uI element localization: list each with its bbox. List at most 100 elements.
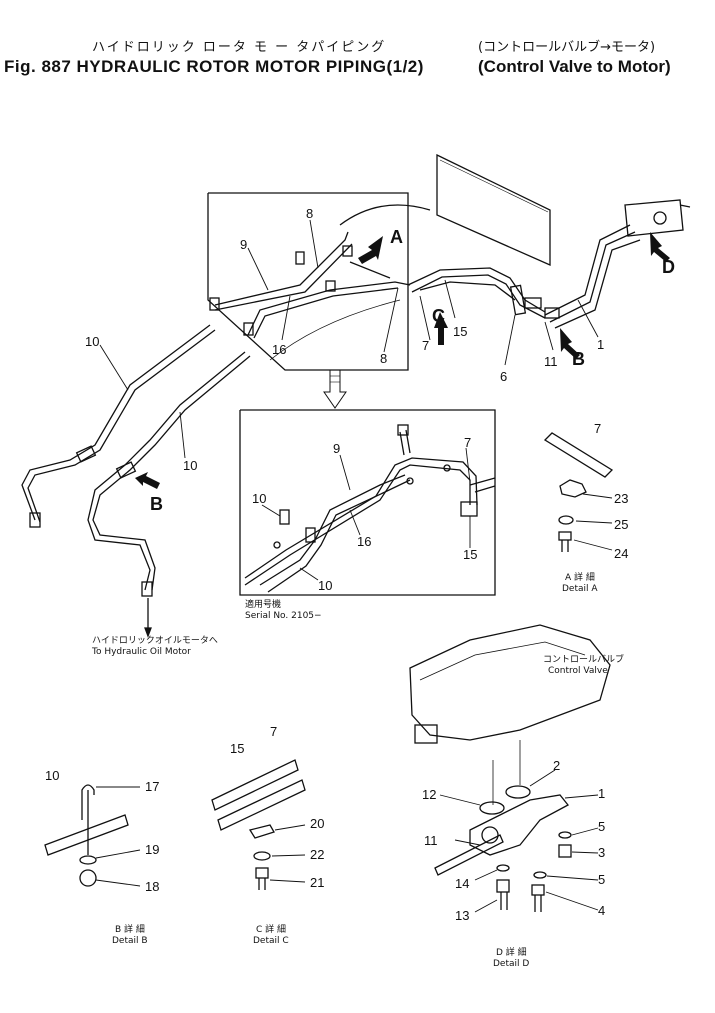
main-leaders	[99, 219, 599, 581]
arrow-label-c: C	[432, 306, 445, 326]
pointer-arrows	[135, 232, 670, 489]
callout-detail-d: 11	[424, 833, 438, 848]
callout-detail-c: 15	[230, 741, 244, 756]
detail-b-nut	[79, 869, 97, 887]
callout-serial: 16	[357, 534, 371, 549]
pipe-15	[419, 281, 516, 301]
callout-main: 1	[597, 337, 604, 352]
panel-outline	[436, 153, 551, 266]
callout-detail-d: 12	[422, 787, 436, 802]
callout-main: 9	[240, 237, 247, 252]
callout-detail-b: 10	[45, 768, 59, 783]
body-curve	[339, 204, 431, 226]
callout-main: 8	[306, 206, 313, 221]
callout-detail-d: 4	[598, 903, 605, 918]
serial-view	[239, 409, 496, 596]
callout-detail-d: 5	[598, 872, 605, 887]
serial-pipe-9	[244, 464, 471, 586]
motor-caption: To Hydraulic Oil Motor	[91, 647, 191, 657]
arrow-label-d: D	[662, 257, 675, 277]
callout-detail-c: 20	[310, 816, 324, 831]
detail-b-view	[44, 784, 141, 887]
detail-a-pipe	[543, 432, 614, 478]
detail-b-washer	[79, 855, 97, 865]
callout-main: 10	[85, 334, 99, 349]
title-japanese: ハイドロリック ロータ モ ー タパイピング	[92, 40, 387, 55]
callout-detail-d: 5	[598, 819, 605, 834]
callout-detail-d: 3	[598, 845, 605, 860]
arrow-d	[650, 232, 670, 262]
callout-detail-c: 21	[310, 875, 324, 890]
callout-detail-a: 23	[614, 491, 628, 506]
pipe-1	[544, 224, 631, 316]
callout-detail-a: 7	[594, 421, 601, 436]
serial-frame	[239, 409, 496, 596]
detail-c-washer	[253, 851, 271, 861]
inset-frame	[207, 192, 409, 371]
callout-detail-b: 18	[145, 879, 159, 894]
callout-main: 8	[380, 351, 387, 366]
serial-pipe-16	[259, 474, 406, 586]
detail-c-clamp	[248, 824, 275, 839]
control-valve-caption: Control Valve	[548, 666, 608, 676]
detail-d-view	[409, 624, 611, 913]
callout-main: 15	[453, 324, 467, 339]
callout-detail-d: 2	[553, 758, 560, 773]
detail-a-washer	[558, 515, 574, 525]
main-piping-view	[21, 153, 691, 638]
serial-caption: Serial No. 2105−	[245, 611, 322, 621]
arrow-label-b-top: B	[572, 349, 585, 369]
callout-main: 7	[422, 338, 429, 353]
control-valve-caption-jp: コントロールバルブ	[543, 653, 624, 665]
callout-serial: 9	[333, 441, 340, 456]
pipe-9	[214, 231, 349, 306]
arrow-b-top	[560, 328, 580, 359]
arrow-label-b-left: B	[150, 494, 163, 514]
detail-a-caption: Detail A	[562, 584, 598, 594]
callout-serial: 15	[463, 547, 477, 562]
callout-main: 10	[183, 458, 197, 473]
callout-detail-b: 19	[145, 842, 159, 857]
callout-detail-d: 13	[455, 908, 469, 923]
detail-c-pipe-7	[217, 779, 306, 831]
pipe-16	[247, 281, 411, 336]
callout-detail-b: 17	[145, 779, 159, 794]
detail-c-caption: Detail C	[253, 936, 289, 946]
detail-c-caption-jp: C 詳 細	[256, 923, 286, 935]
flange-1	[469, 794, 569, 856]
arrow-b-left	[135, 472, 160, 489]
detail-a-clip	[559, 479, 587, 498]
callout-detail-d: 1	[598, 786, 605, 801]
callout-detail-a: 24	[614, 546, 628, 561]
pipe-10-lower	[87, 351, 246, 591]
callout-detail-a: 25	[614, 517, 628, 532]
oring-12	[479, 801, 505, 815]
serial-pipe-7	[469, 477, 496, 493]
detail-a-caption-jp: A 詳 細	[565, 571, 595, 583]
callout-main: 6	[500, 369, 507, 384]
callout-main: 16	[272, 342, 286, 357]
arrow-label-a: A	[390, 227, 403, 247]
control-valve-block	[624, 199, 684, 237]
detail-b-pipe	[44, 814, 129, 856]
callout-detail-c: 7	[270, 724, 277, 739]
valve-spool	[414, 724, 438, 744]
detail-b-caption-jp: B 詳 細	[115, 923, 145, 935]
control-valve-body	[409, 624, 611, 741]
detail-b-caption: Detail B	[112, 936, 148, 946]
callout-detail-c: 22	[310, 847, 324, 862]
motor-caption-jp: ハイドロリックオイルモータへ	[92, 635, 218, 646]
detail-d-caption: Detail D	[493, 959, 529, 969]
pipe-10-upper	[21, 324, 211, 521]
subtitle-japanese: (コントロールバルブ→モータ)	[478, 40, 656, 55]
view-arrow	[323, 369, 347, 409]
callout-serial: 10	[252, 491, 266, 506]
callout-serial: 7	[464, 435, 471, 450]
detail-a-view	[543, 432, 614, 552]
figure-subtitle: (Control Valve to Motor)	[478, 57, 671, 76]
callout-serial: 10	[318, 578, 332, 593]
oring-2	[505, 785, 531, 799]
serial-caption-jp: 適用号機	[245, 598, 281, 610]
detail-d-pipe-11	[434, 834, 504, 876]
